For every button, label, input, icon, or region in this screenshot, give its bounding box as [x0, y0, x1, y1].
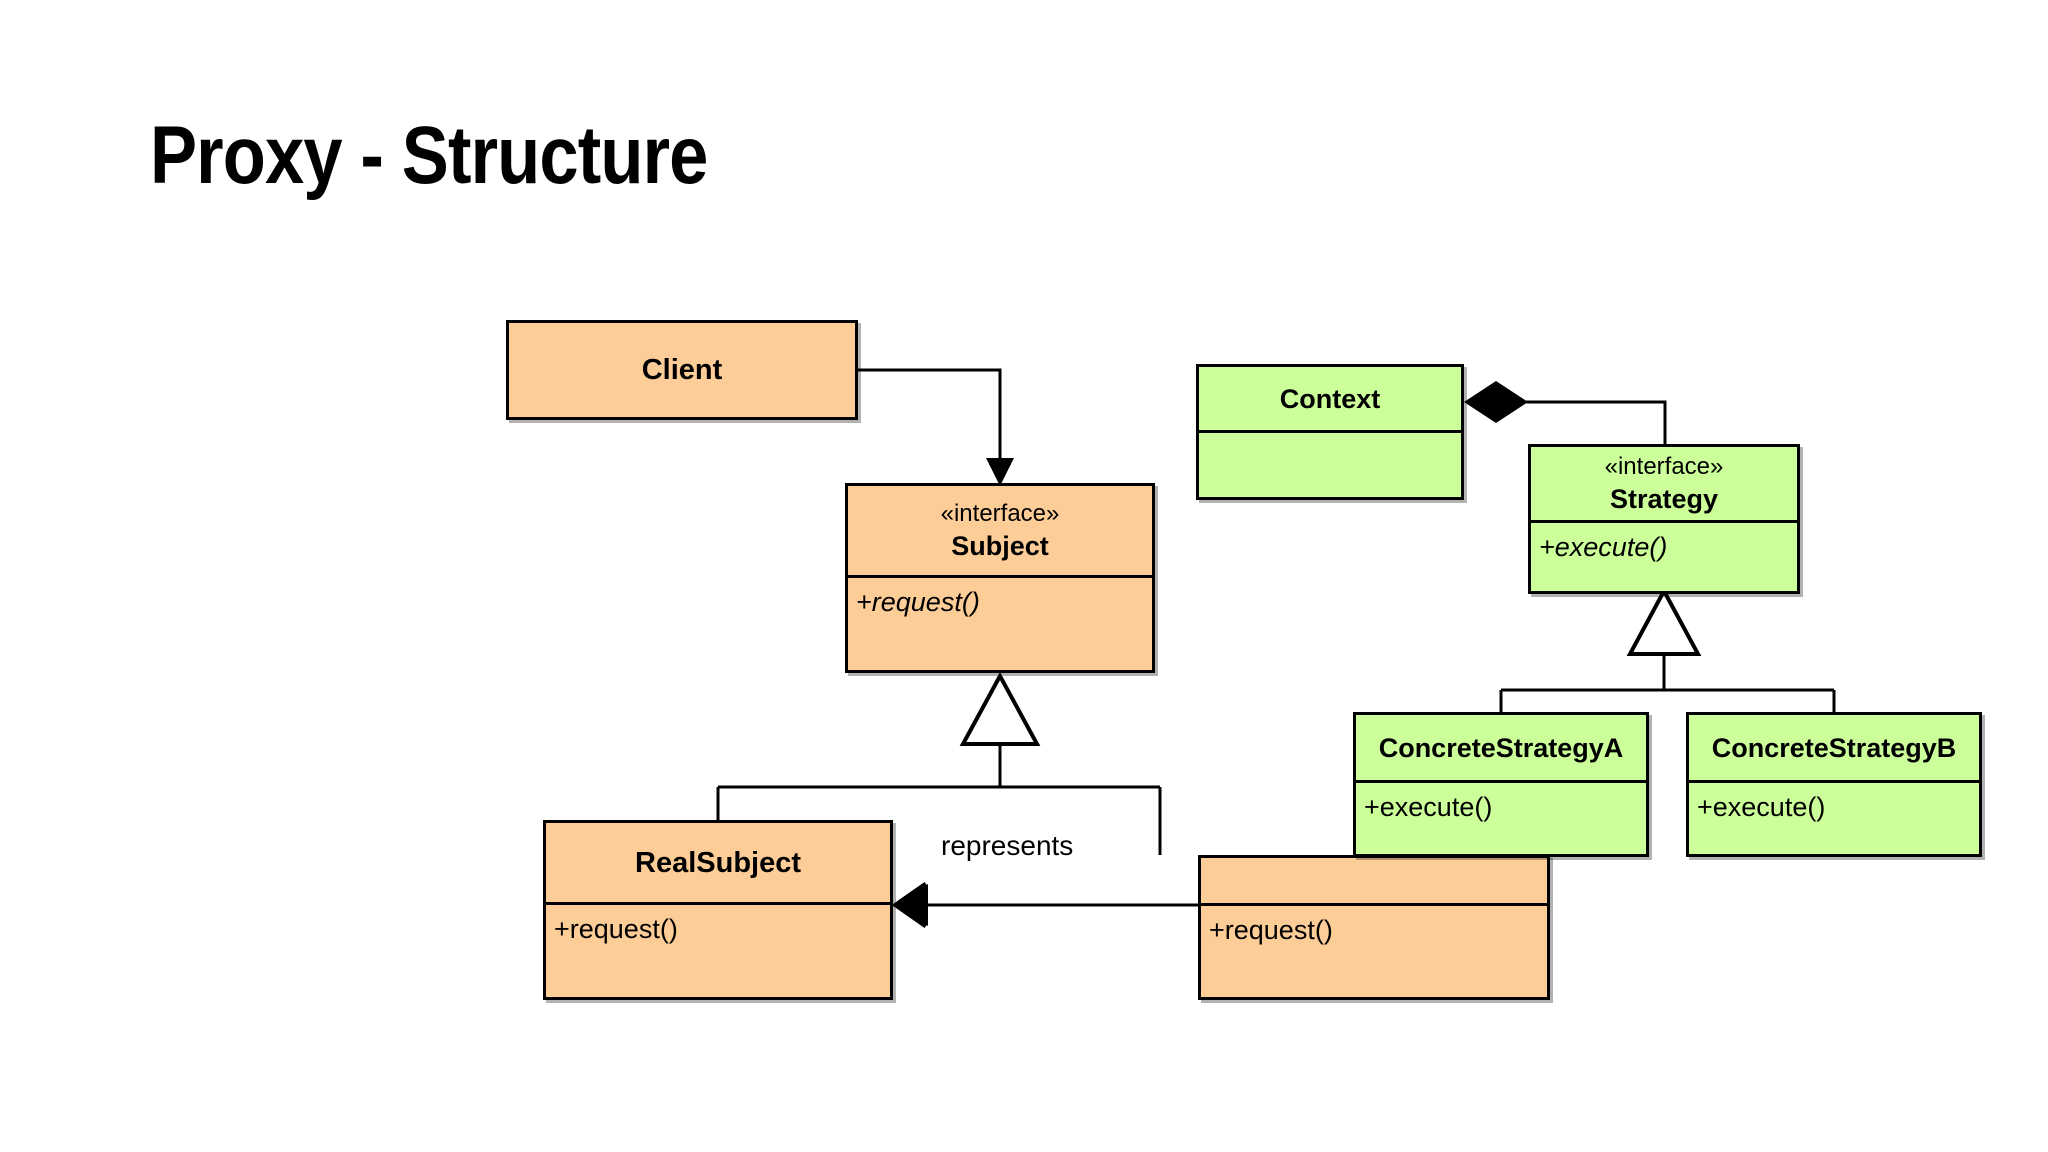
class-members-strategy: +execute() — [1531, 523, 1797, 591]
uml-class-concrete-strategy-b[interactable]: ConcreteStrategyB +execute() — [1686, 712, 1982, 857]
hollow-triangle-subject — [959, 671, 1041, 746]
edge-proxy-to-realsubject — [891, 881, 1198, 929]
class-member-request: +request() — [856, 587, 980, 617]
class-name-realsubject: RealSubject — [635, 846, 801, 879]
class-header-client: Client — [509, 323, 855, 417]
class-members-concrete-strategy-b: +execute() — [1689, 783, 1979, 854]
class-header-concrete-strategy-a: ConcreteStrategyA — [1356, 715, 1646, 783]
edge-context-to-strategy — [1464, 381, 1667, 444]
class-member-request: +request() — [1209, 915, 1333, 945]
class-header-realsubject: RealSubject — [546, 823, 890, 905]
uml-class-proxy[interactable]: +request() — [1198, 855, 1550, 1000]
class-header-context: Context — [1199, 367, 1461, 433]
edge-label-represents: represents — [941, 830, 1074, 861]
uml-class-subject[interactable]: «interface» Subject +request() — [845, 483, 1155, 673]
hollow-triangle-strategy — [1626, 586, 1702, 656]
page-title: Proxy - Structure — [150, 110, 708, 201]
class-member-execute: +execute() — [1364, 792, 1493, 822]
class-header-concrete-strategy-b: ConcreteStrategyB — [1689, 715, 1979, 783]
class-members-proxy: +request() — [1201, 906, 1547, 997]
class-name-strategy: Strategy — [1609, 483, 1719, 514]
class-member-request: +request() — [554, 914, 678, 944]
class-stereotype-subject: «interface» — [940, 499, 1060, 527]
edge-generalization-strategy — [1499, 586, 1836, 712]
uml-class-context[interactable]: Context — [1196, 364, 1464, 500]
class-member-execute: +execute() — [1539, 532, 1668, 562]
uml-class-concrete-strategy-a[interactable]: ConcreteStrategyA +execute() — [1353, 712, 1649, 857]
class-members-concrete-strategy-a: +execute() — [1356, 783, 1646, 854]
filled-diamond-composition — [1464, 381, 1528, 423]
class-name-context: Context — [1279, 383, 1381, 414]
uml-class-realsubject[interactable]: RealSubject +request() — [543, 820, 893, 1000]
class-header-strategy: «interface» Strategy — [1531, 447, 1797, 523]
edge-generalization-subject — [716, 671, 1162, 855]
class-header-proxy — [1201, 858, 1547, 906]
class-name-subject: Subject — [951, 530, 1049, 561]
edge-client-to-subject — [858, 368, 1014, 486]
class-members-subject: +request() — [848, 578, 1152, 670]
class-members-context — [1199, 433, 1461, 497]
class-header-subject: «interface» Subject — [848, 486, 1152, 578]
class-name-concrete-strategy-b: ConcreteStrategyB — [1711, 732, 1957, 763]
class-stereotype-strategy: «interface» — [1604, 452, 1724, 480]
uml-class-client[interactable]: Client — [506, 320, 858, 420]
uml-class-strategy[interactable]: «interface» Strategy +execute() — [1528, 444, 1800, 594]
class-name-client: Client — [641, 354, 723, 386]
class-name-concrete-strategy-a: ConcreteStrategyA — [1378, 732, 1624, 763]
class-members-realsubject: +request() — [546, 905, 890, 997]
class-member-execute: +execute() — [1697, 792, 1826, 822]
